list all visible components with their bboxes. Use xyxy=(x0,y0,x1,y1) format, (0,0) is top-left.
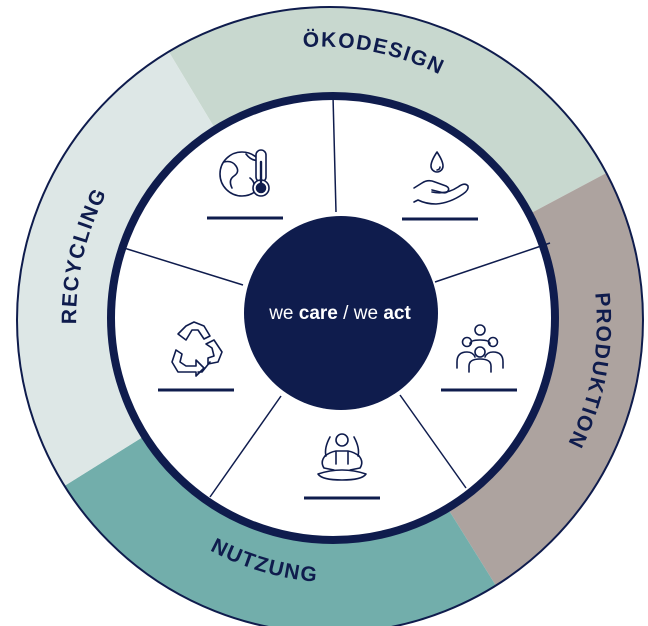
center-circle xyxy=(244,216,438,410)
divider-line xyxy=(123,247,244,286)
center-we-2: we xyxy=(353,303,378,324)
center-we-1: we xyxy=(268,303,293,324)
center-act: act xyxy=(383,303,411,324)
divider-line xyxy=(399,394,467,489)
center-slash: / xyxy=(343,303,349,324)
people-group-icon xyxy=(456,324,504,373)
outer-ring-outline xyxy=(16,6,644,626)
globe-thermometer-icon xyxy=(219,149,270,197)
divider-line xyxy=(209,395,282,498)
water-drop-hand-icon xyxy=(413,151,469,205)
recycle-icon xyxy=(171,321,223,377)
divider-lines xyxy=(123,95,551,498)
center-care: care xyxy=(299,303,338,324)
divider-line xyxy=(434,242,551,283)
meditation-person-icon xyxy=(317,433,367,481)
divider-line xyxy=(332,95,337,213)
center-slogan: we care / we act xyxy=(268,303,411,324)
